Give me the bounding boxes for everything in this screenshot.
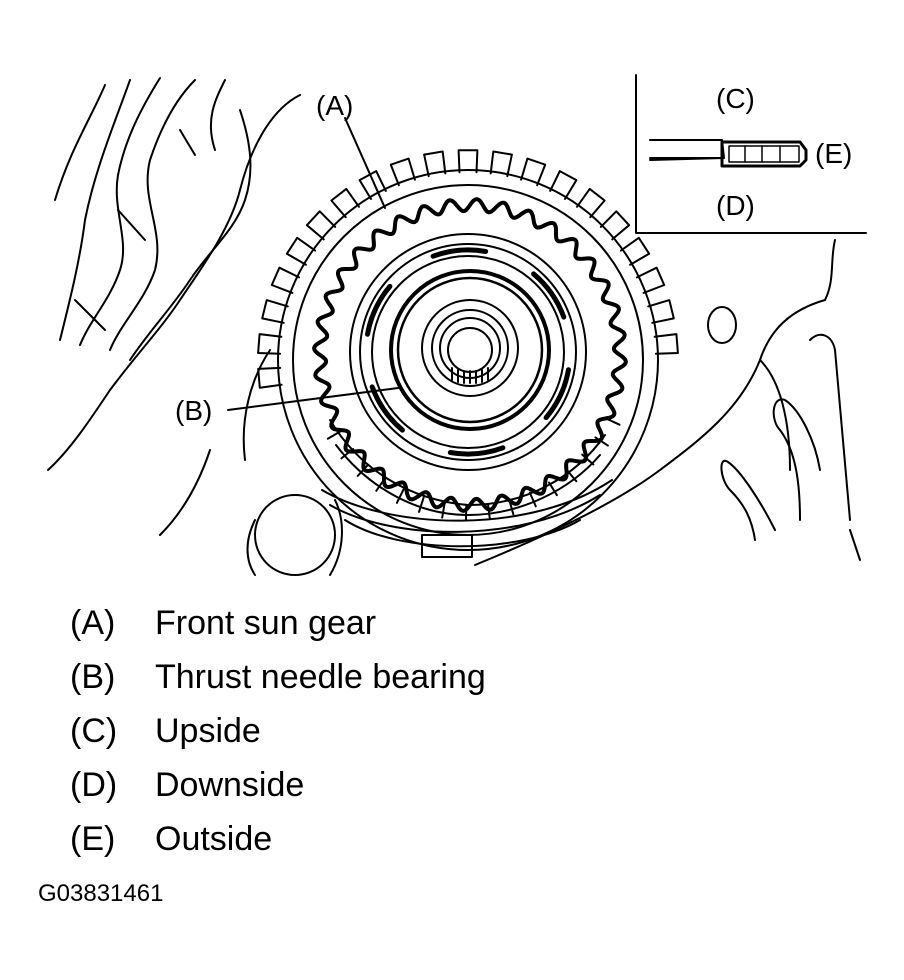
thrust-needle-bearing (389, 269, 551, 431)
callout-e-label: (E) (815, 138, 853, 169)
callout-a-label: (A) (316, 90, 354, 121)
legend-text: Outside (155, 820, 273, 858)
drum-tab (599, 210, 631, 241)
drum-tab (257, 366, 283, 389)
callout-a-leader (344, 117, 386, 209)
callout-b-label: (B) (175, 395, 213, 426)
legend-text: Upside (155, 712, 261, 750)
figure-code: G03831461 (38, 880, 164, 907)
legend-key: (B) (70, 658, 116, 696)
hub-slot (531, 271, 567, 320)
gear-tooth (418, 496, 425, 513)
shaft (421, 299, 519, 397)
gear-tooth (441, 501, 446, 519)
sun-gear-lower-ticks (326, 417, 621, 521)
callout-b-leader (227, 387, 399, 411)
drum-tab (576, 187, 606, 219)
sun-gear-teeth (312, 197, 628, 513)
drum-tab (647, 299, 675, 324)
legend-text: Thrust needle bearing (155, 658, 486, 696)
clutch-drum-tabs (257, 149, 679, 389)
hub-rings (349, 233, 587, 471)
gear-tooth (528, 491, 537, 508)
hub-slot (430, 247, 489, 259)
housing-left-contours (47, 77, 301, 536)
legend-key: (D) (70, 766, 118, 804)
callout-d-label: (D) (716, 190, 755, 221)
drum-tab (261, 299, 289, 324)
gear-tooth (594, 436, 609, 447)
legend-key: (C) (70, 712, 118, 750)
gear-tooth (581, 453, 595, 466)
gear-tooth (604, 417, 621, 426)
drum-tab (257, 333, 283, 355)
drum-tab (285, 236, 317, 266)
drum-tab (635, 266, 666, 294)
drum-tab (330, 187, 360, 219)
diagram-drawing (47, 74, 867, 576)
drum-tab (358, 170, 387, 200)
hub-slot (447, 445, 506, 457)
gear-tooth (356, 463, 369, 477)
drum-tab (489, 150, 513, 178)
legend-key: (A) (70, 604, 116, 642)
housing-bottom-boss (246, 494, 343, 576)
drum-tab (270, 266, 301, 294)
transmission-diagram: (A) (B) (C) (D) (E) (47, 74, 867, 576)
legend-text: Front sun gear (155, 604, 377, 642)
housing-right (474, 239, 861, 566)
hub-slot (543, 367, 571, 421)
drum-tab (619, 236, 651, 266)
gear-tooth (508, 498, 515, 516)
inset-detail (635, 74, 867, 234)
drum-tab (653, 333, 679, 355)
callout-c-label: (C) (716, 83, 755, 114)
drum-tab (423, 150, 447, 178)
drum-tab (457, 149, 479, 174)
drum-tab (305, 210, 337, 241)
legend-text: Downside (155, 766, 305, 804)
sun-gear-lower-teeth (329, 419, 606, 516)
legend-key: (E) (70, 820, 116, 858)
gear-tooth (375, 477, 386, 492)
drum-tab (549, 170, 578, 200)
drum-tab (520, 157, 547, 187)
gear-tooth (340, 448, 355, 460)
gear-tooth (548, 481, 558, 497)
gear-tooth (326, 430, 342, 440)
gear-tooth (395, 488, 405, 504)
clutch-drum-outer (277, 169, 659, 558)
hub-slot (365, 283, 393, 337)
drum-tab (389, 157, 416, 187)
gear-tooth (487, 502, 491, 520)
gear-tooth (565, 468, 578, 483)
